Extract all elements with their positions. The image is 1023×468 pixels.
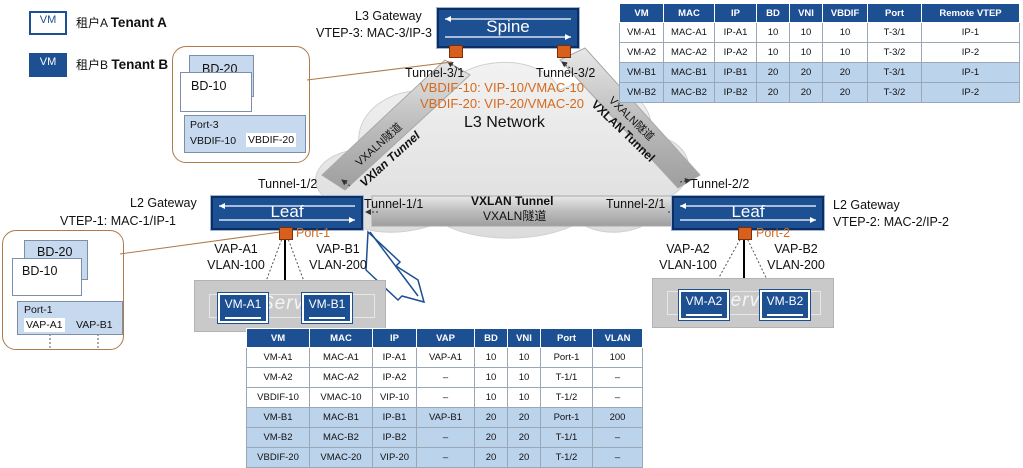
spine-table-header: VM MAC IP BD VNI VBDIF Port Remote VTEP bbox=[619, 3, 1020, 23]
leaf1-port1-card: Port-1 VAP-A1 VAP-B1 bbox=[17, 301, 123, 335]
spine-vbdif20-line: VBDIF-20: VIP-20/VMAC-20 bbox=[420, 96, 584, 111]
spine-gateway-vtep: VTEP-3: MAC-3/IP-3 bbox=[316, 26, 432, 40]
vm-b1[interactable]: VM-B1 bbox=[301, 292, 353, 324]
spine-tunnel-3-1: Tunnel-3/1 bbox=[405, 66, 465, 80]
spine-mac-table: VM MAC IP BD VNI VBDIF Port Remote VTEP … bbox=[619, 3, 1020, 103]
tunnel-bottom-en: VXLAN Tunnel bbox=[471, 194, 554, 208]
leaf1-port-label: Port-1 bbox=[296, 226, 331, 240]
spine-bd-callout bbox=[172, 46, 310, 163]
leaf2-tunnel-2-1: Tunnel-2/1 bbox=[606, 197, 666, 211]
tenant-a-legend-label: 租户A Tenant A bbox=[76, 15, 167, 30]
leaf1-vlan-a: VLAN-100 bbox=[207, 258, 265, 272]
leaf2-vap-a: VAP-A2 bbox=[666, 242, 710, 256]
spine-gateway-title: L3 Gateway bbox=[355, 9, 422, 23]
leaf2-tunnel-2-2: Tunnel-2/2 bbox=[690, 177, 750, 191]
spine-th-bd: BD bbox=[756, 3, 790, 23]
leaf2-vlan-b: VLAN-200 bbox=[767, 258, 825, 272]
spine-arrows-icon bbox=[445, 16, 571, 40]
spine-vbdif10-line: VBDIF-10: VIP-10/VMAC-10 bbox=[420, 80, 584, 95]
leaf2-vlan-a: VLAN-100 bbox=[659, 258, 717, 272]
leaf2-vap-b: VAP-B2 bbox=[774, 242, 818, 256]
tunnel-right-tube bbox=[559, 47, 701, 189]
leaf1-name: Leaf bbox=[270, 202, 304, 221]
leaf-th-vni: VNI bbox=[507, 328, 541, 348]
spine-port-right[interactable] bbox=[557, 45, 571, 58]
leaf-th-ip: IP bbox=[372, 328, 417, 348]
leaf-th-vlan: VLAN bbox=[592, 328, 643, 348]
vm-a1[interactable]: VM-A1 bbox=[217, 292, 269, 324]
leaf2-port[interactable] bbox=[738, 227, 752, 240]
tenant-b-legend-label: 租户B Tenant B bbox=[76, 57, 169, 72]
leaf-th-vap: VAP bbox=[416, 328, 475, 348]
leaf-th-mac: MAC bbox=[309, 328, 373, 348]
spine-port-left[interactable] bbox=[449, 45, 463, 58]
tenant-b-vm-icon: VM bbox=[28, 52, 68, 78]
leaf1-port[interactable] bbox=[279, 227, 293, 240]
tunnel-bottom-cn: VXALN隧道 bbox=[483, 209, 547, 223]
leaf-th-vm: VM bbox=[246, 328, 310, 348]
spine-th-vbdif: VBDIF bbox=[822, 3, 868, 23]
leaf2-gateway-vtep: VTEP-2: MAC-2/IP-2 bbox=[833, 215, 949, 229]
leaf1-gateway-vtep: VTEP-1: MAC-1/IP-1 bbox=[60, 214, 176, 228]
spine-th-vm: VM bbox=[619, 3, 664, 23]
leaf2-name: Leaf bbox=[731, 202, 765, 221]
spine-th-remote-vtep: Remote VTEP bbox=[921, 3, 1020, 23]
vm-a2[interactable]: VM-A2 bbox=[678, 289, 730, 321]
spine-port3-card: Port-3 VBDIF-10 VBDIF-20 bbox=[184, 115, 306, 153]
spine-th-vni: VNI bbox=[789, 3, 823, 23]
leaf2-arrows-icon bbox=[680, 203, 816, 223]
l3-network-label: L3 Network bbox=[464, 114, 545, 131]
vm-b2[interactable]: VM-B2 bbox=[759, 289, 811, 321]
spine-tunnel-3-2: Tunnel-3/2 bbox=[536, 66, 596, 80]
leaf1-bd-callout bbox=[2, 230, 124, 350]
leaf-th-port: Port bbox=[540, 328, 593, 348]
leaf1-vap-a: VAP-A1 bbox=[214, 242, 258, 256]
leaf1-bd10-card: BD-10 bbox=[12, 258, 82, 296]
spine-name: Spine bbox=[486, 17, 530, 36]
leaf2-switch[interactable]: Leaf bbox=[672, 196, 824, 230]
leaf1-vlan-b: VLAN-200 bbox=[309, 258, 367, 272]
leaf1-tunnel-1-2: Tunnel-1/2 bbox=[258, 177, 318, 191]
spine-th-ip: IP bbox=[714, 3, 757, 23]
leaf1-vap-b: VAP-B1 bbox=[316, 242, 360, 256]
leaf2-port-label: Port-2 bbox=[756, 226, 791, 240]
tunnel-left-tube bbox=[321, 59, 471, 191]
spine-th-port: Port bbox=[867, 3, 922, 23]
tenant-a-vm-icon: VM bbox=[29, 11, 67, 35]
spine-bd10-card: BD-10 bbox=[180, 72, 252, 112]
spine-switch[interactable]: Spine bbox=[437, 8, 579, 48]
leaf1-switch[interactable]: Leaf bbox=[211, 196, 363, 230]
leaf-th-bd: BD bbox=[474, 328, 508, 348]
leaf1-tunnel-1-1: Tunnel-1/1 bbox=[364, 197, 424, 211]
leaf-table-header: VM MAC IP VAP BD VNI Port VLAN bbox=[246, 328, 643, 348]
leaf2-gateway-title: L2 Gateway bbox=[833, 198, 900, 212]
spine-th-mac: MAC bbox=[663, 3, 715, 23]
leaf1-arrows-icon bbox=[219, 203, 355, 223]
leaf1-gateway-title: L2 Gateway bbox=[130, 196, 197, 210]
